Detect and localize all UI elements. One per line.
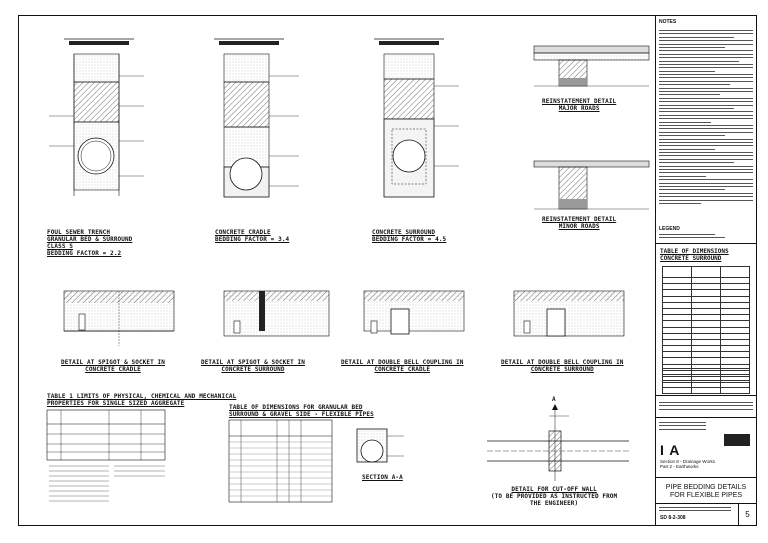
drawing-sheet: FOUL SEWER TRENCH GRANULAR BED & SURROUN… [18,15,757,526]
reinstatement-major-roads [533,45,650,87]
bell-surround-caption: DETAIL AT DOUBLE BELL COUPLING IN CONCRE… [501,359,624,373]
notes-section: NOTES LEGEND [656,16,756,244]
section-a-a-drawing [356,428,404,463]
concrete-cradle-section [214,38,299,198]
drawing-number: SD 8-2-308 [660,515,686,521]
dimensions-table-section: TABLE OF DIMENSIONS CONCRETE SURROUND [656,244,756,396]
table2-caption: TABLE OF DIMENSIONS FOR GRANULAR BED SUR… [229,404,374,418]
title-block: NOTES LEGEND TABLE OF DIMENSIONS CONCRET… [655,16,756,525]
logo-mark-icon [724,434,750,446]
table-1-aggregate-properties [46,409,166,502]
notes-lines [659,30,753,206]
drawing-number-section: SD 8-2-308 5 [656,504,756,525]
spigot-socket-cradle-detail [63,290,175,346]
section-a-a-caption: SECTION A-A [362,474,403,481]
foul-sewer-caption: FOUL SEWER TRENCH GRANULAR BED & SURROUN… [47,229,133,257]
drawing-area: FOUL SEWER TRENCH GRANULAR BED & SURROUN… [19,16,655,525]
notes-heading: NOTES [659,19,677,25]
double-bell-surround-detail [513,290,625,337]
revision-rows [656,396,756,418]
legend-heading: LEGEND [659,226,680,232]
revision-number: 5 [738,504,756,525]
concrete-surround-caption: CONCRETE SURROUND BEDDING FACTOR = 4.5 [372,229,447,243]
bell-cradle-caption: DETAIL AT DOUBLE BELL COUPLING IN CONCRE… [341,359,464,373]
reinstatement-minor-roads [533,160,650,210]
drawing-title-section: PIPE BEDDING DETAILS FOR FLEXIBLE PIPES [656,478,756,504]
reinstatement-major-caption: REINSTATEMENT DETAIL MAJOR ROADS [542,98,617,112]
table1-caption: TABLE 1 LIMITS OF PHYSICAL, CHEMICAL AND… [47,393,237,407]
spigot-surround-caption: DETAIL AT SPIGOT & SOCKET IN CONCRETE SU… [201,359,305,373]
reinstatement-minor-caption: REINSTATEMENT DETAIL MINOR ROADS [542,216,617,230]
detail-drawings [46,38,650,503]
cut-off-wall-caption: DETAIL FOR CUT-OFF WALL (TO BE PROVIDED … [491,486,618,507]
secondary-table [662,367,750,394]
drawing-title: PIPE BEDDING DETAILS FOR FLEXIBLE PIPES [665,484,747,499]
organisation-logo-text: I A [660,442,681,458]
cut-off-wall-drawing [487,404,629,481]
spigot-socket-surround-detail [223,290,330,337]
concrete-cradle-caption: CONCRETE CRADLE BEDDING FACTOR = 3.4 [215,229,290,243]
dimensions-table [662,266,750,384]
dimensions-table-title: TABLE OF DIMENSIONS CONCRETE SURROUND [660,248,729,262]
table-granular-bed-dimensions [228,419,333,503]
foul-sewer-trench-section [49,38,144,196]
double-bell-cradle-detail [363,290,465,335]
spigot-cradle-caption: DETAIL AT SPIGOT & SOCKET IN CONCRETE CR… [61,359,165,373]
section-reference: Section 8 - Drainage Works Part 2 - Eart… [660,459,715,469]
concrete-surround-section [374,38,459,198]
authority-section: I A Section 8 - Drainage Works Part 2 - … [656,418,756,478]
section-marker-a: A [552,396,556,403]
